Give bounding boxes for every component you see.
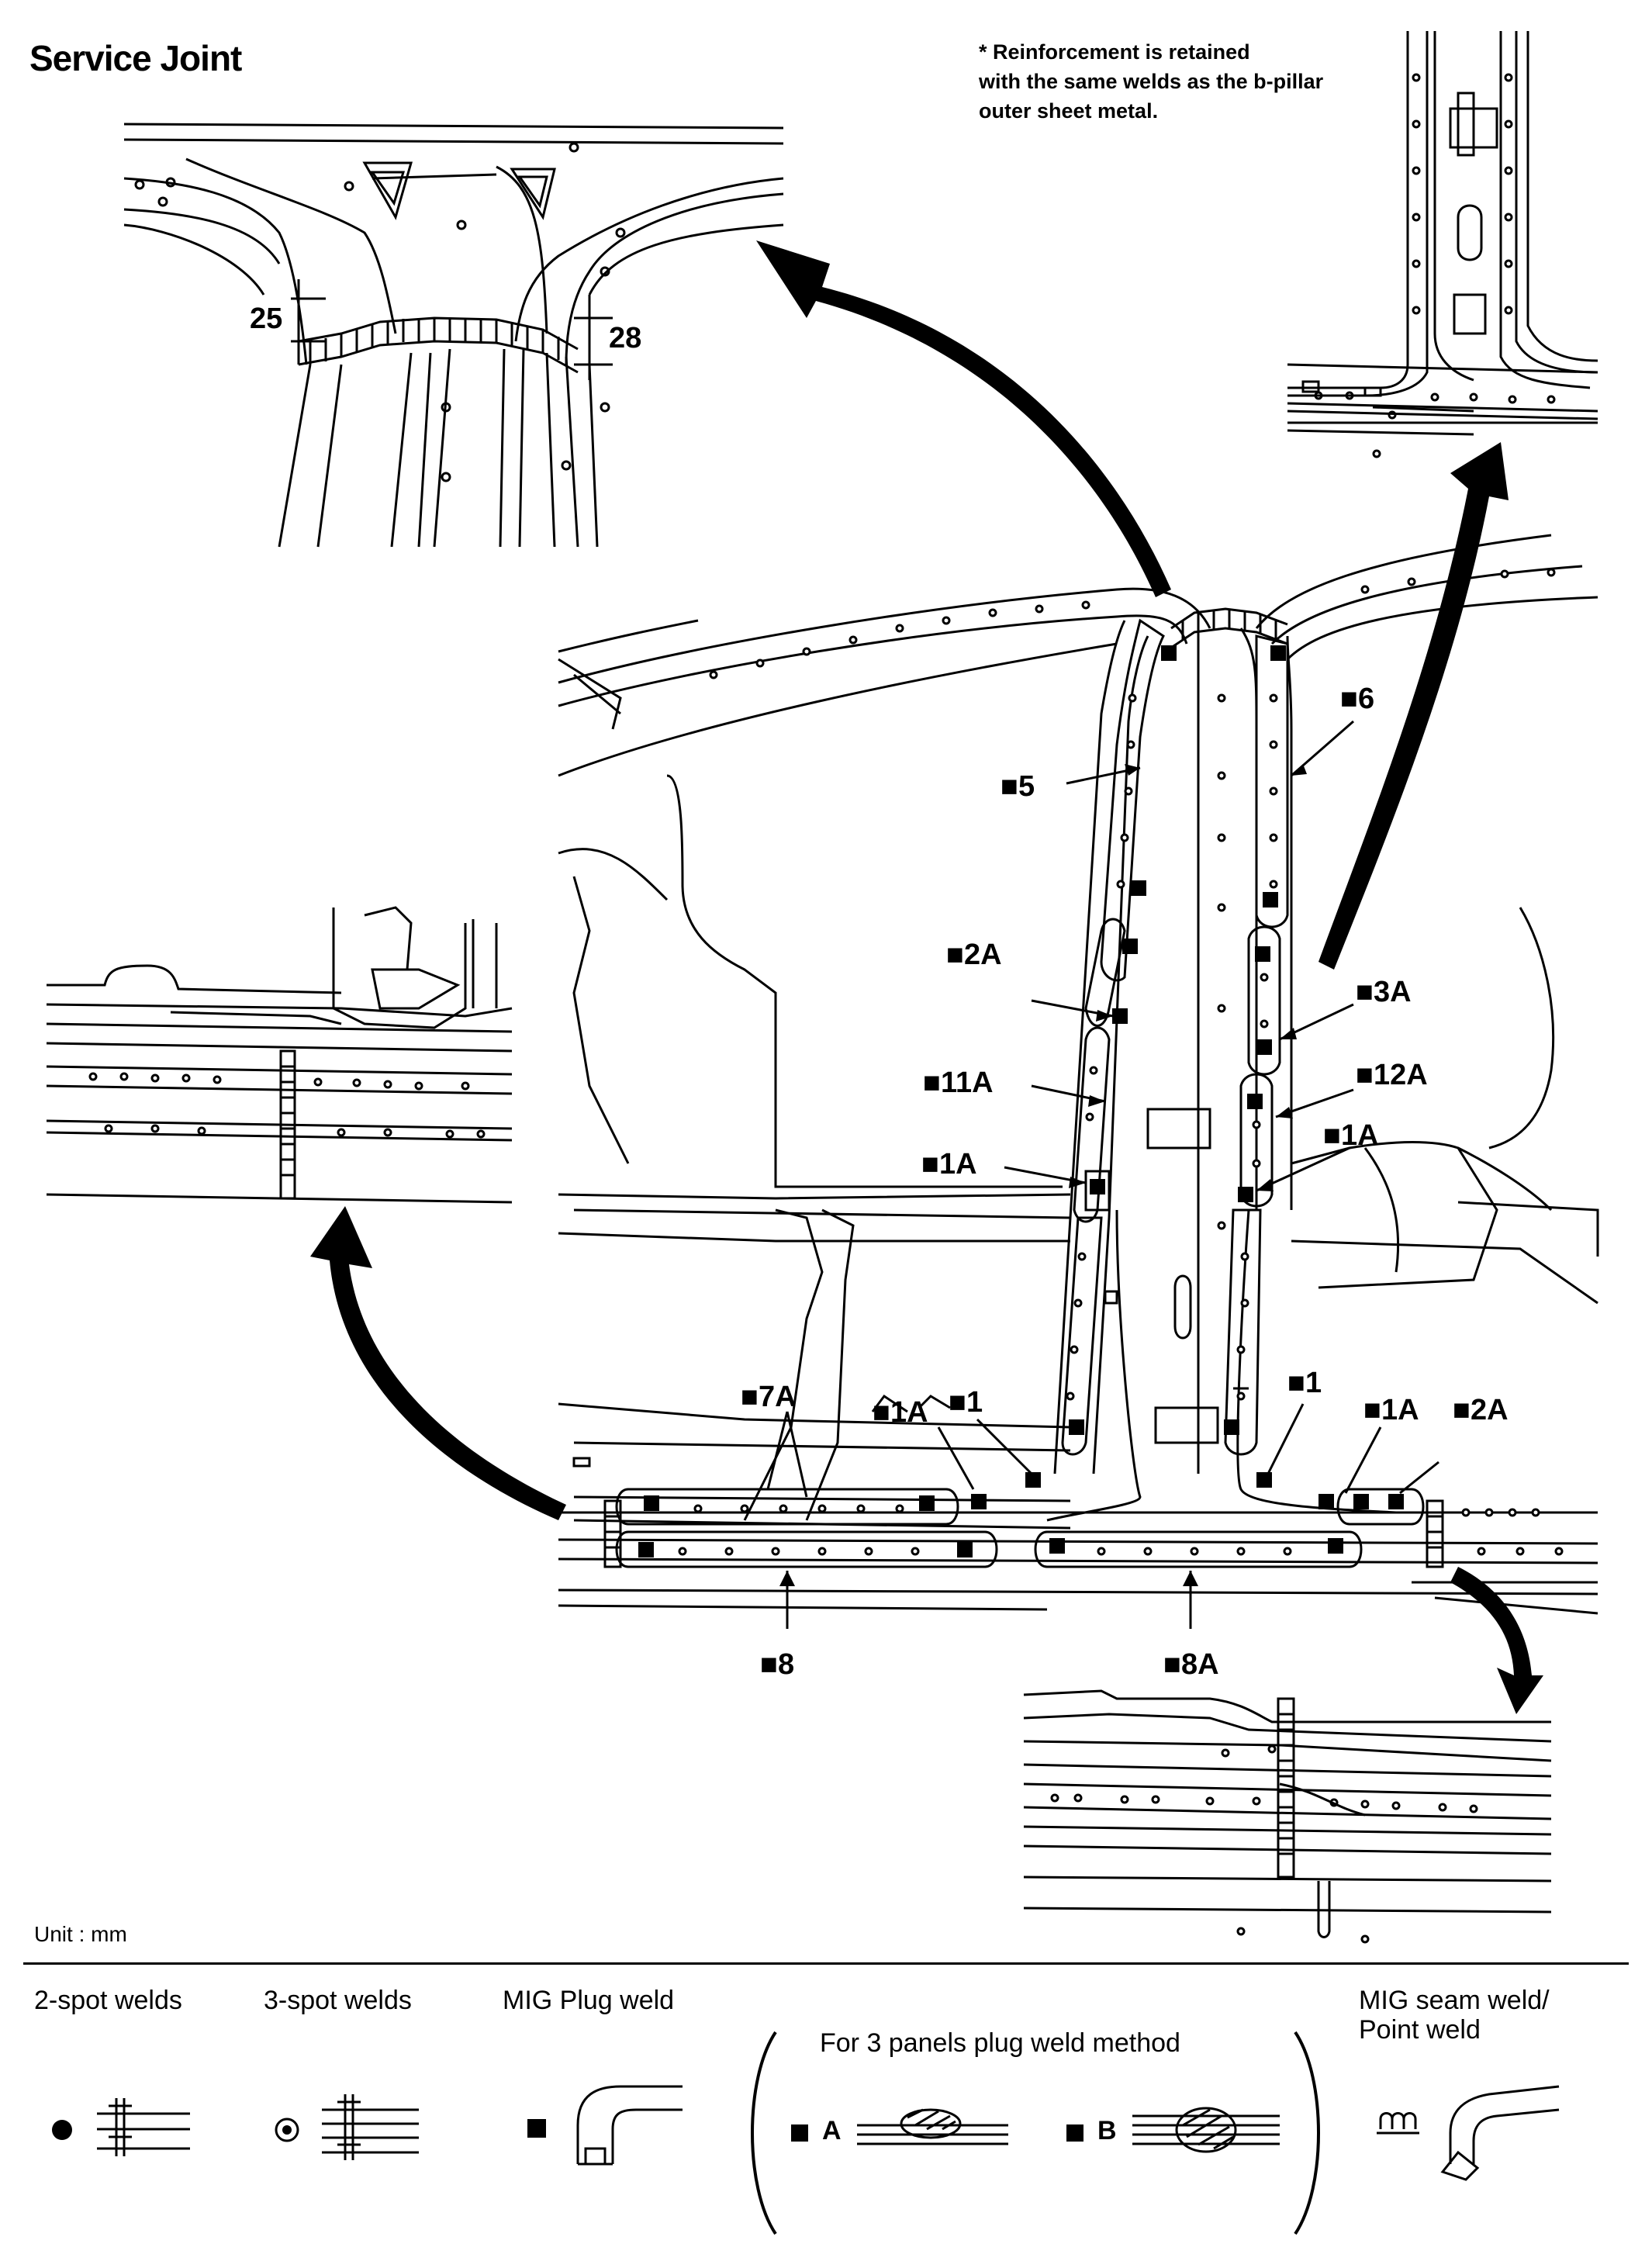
three-spot-diagram-icon — [322, 2094, 419, 2160]
weld-label-7a: ■7A — [741, 1381, 797, 1413]
note-line-2: with the same welds as the b-pillar — [979, 70, 1324, 93]
mig-plug-diagram-icon — [576, 2085, 683, 2166]
weld-label-1a-left-text: 1A — [938, 1148, 977, 1181]
plug-method-a-icon — [791, 2124, 808, 2142]
note-line-1: * Reinforcement is retained — [979, 40, 1250, 64]
lower-seam-weld — [1277, 1697, 1295, 1879]
weld-label-8: ■8 — [760, 1648, 795, 1681]
legend-three-spot-label: 3-spot welds — [264, 1986, 412, 2015]
legend-method-a-label: A — [822, 2116, 842, 2145]
weld-label-1a-right-text: 1A — [1340, 1119, 1379, 1152]
weld-label-1a-bottom-right-text: 1A — [1381, 1394, 1419, 1426]
weld-label-2a-lower-text: 2A — [1470, 1394, 1509, 1426]
left-bracket-icon — [751, 2031, 777, 2235]
curved-arrow-to-left — [310, 1206, 566, 1520]
three-spot-weld-icon — [275, 2118, 299, 2142]
weld-label-1a-right: ■1A — [1323, 1119, 1379, 1152]
weld-label-1-left-text: 1 — [966, 1386, 983, 1419]
legend-mig-seam-label-2: Point weld — [1359, 2015, 1481, 2045]
legend-three-panels-label: For 3 panels plug weld method — [820, 2028, 1180, 2058]
note-line-3: outer sheet metal. — [979, 99, 1159, 123]
right-bracket-icon — [1294, 2031, 1320, 2235]
detail-top-right — [1287, 31, 1598, 458]
weld-label-8a-text: 8A — [1180, 1648, 1219, 1681]
detail-left-sill — [46, 906, 513, 1204]
plug-method-b-diagram-icon — [1132, 2107, 1280, 2153]
weld-label-1-right-text: 1 — [1305, 1367, 1322, 1399]
b-pillar-seam-weld — [1170, 607, 1288, 649]
legend-two-spot-label: 2-spot welds — [34, 1986, 182, 2015]
weld-label-7a-text: 7A — [758, 1381, 797, 1413]
weld-label-8-text: 8 — [777, 1648, 795, 1681]
weld-label-12a-text: 12A — [1373, 1059, 1428, 1091]
weld-label-2a-upper-text: 2A — [963, 939, 1002, 971]
weld-label-12a: ■12A — [1356, 1059, 1428, 1091]
weld-label-1a-bottom-right: ■1A — [1363, 1394, 1419, 1426]
page-title: Service Joint — [29, 38, 242, 78]
weld-label-8a: ■8A — [1163, 1648, 1219, 1681]
legend-mig-seam-label-1: MIG seam weld/ — [1359, 1986, 1550, 2015]
dimension-right: 28 — [609, 322, 642, 354]
mig-seam-weld-icon — [1377, 2112, 1419, 2135]
weld-label-1-left: ■1 — [949, 1386, 983, 1419]
curved-arrow-to-bottom-right — [1450, 1567, 1543, 1714]
roof-seam-weld — [298, 316, 579, 374]
curved-arrow-to-top-left — [756, 240, 1171, 597]
sill-seam-weld-left — [603, 1499, 622, 1568]
unit-label: Unit : mm — [34, 1922, 127, 1946]
weld-label-1a-bottom-left-text: 1A — [890, 1396, 928, 1429]
weld-label-1a-left: ■1A — [921, 1148, 977, 1181]
mig-plug-weld-icon — [527, 2119, 546, 2138]
weld-label-3a: ■3A — [1356, 976, 1412, 1008]
mig-seam-diagram-icon — [1440, 2085, 1560, 2181]
legend-divider — [23, 1962, 1629, 1965]
plug-method-b-icon — [1066, 2124, 1083, 2142]
main-b-pillar-diagram — [310, 240, 1599, 1714]
weld-label-2a-upper: ■2A — [946, 939, 1002, 971]
sill-seam-weld — [279, 1049, 296, 1200]
weld-label-1a-bottom-left: ■1A — [873, 1396, 928, 1429]
weld-label-5: ■5 — [1001, 770, 1035, 803]
weld-label-2a-lower: ■2A — [1453, 1394, 1509, 1426]
weld-label-6: ■6 — [1340, 683, 1375, 715]
weld-label-11a-text: 11A — [940, 1067, 994, 1099]
legend-mig-plug-label: MIG Plug weld — [503, 1986, 675, 2015]
detail-bottom-right — [1023, 1689, 1552, 1944]
plug-method-a-diagram-icon — [857, 2108, 1008, 2145]
reinforcement-note: * Reinforcement is retained with the sam… — [979, 37, 1323, 126]
weld-label-1-right: ■1 — [1287, 1367, 1322, 1399]
legend-method-b-label: B — [1097, 2116, 1117, 2145]
sill-seam-weld-right — [1426, 1499, 1444, 1568]
weld-label-3a-text: 3A — [1373, 976, 1412, 1008]
weld-label-11a: ■11A — [923, 1067, 994, 1099]
legend-icons — [52, 2031, 1560, 2235]
two-spot-weld-icon — [52, 2120, 72, 2140]
dimension-left: 25 — [250, 303, 283, 335]
weld-label-6-text: 6 — [1357, 683, 1375, 715]
weld-label-5-text: 5 — [1018, 770, 1035, 803]
two-spot-diagram-icon — [97, 2098, 190, 2156]
curved-arrow-to-top-right — [1318, 442, 1509, 970]
detail-top-left — [123, 123, 784, 548]
